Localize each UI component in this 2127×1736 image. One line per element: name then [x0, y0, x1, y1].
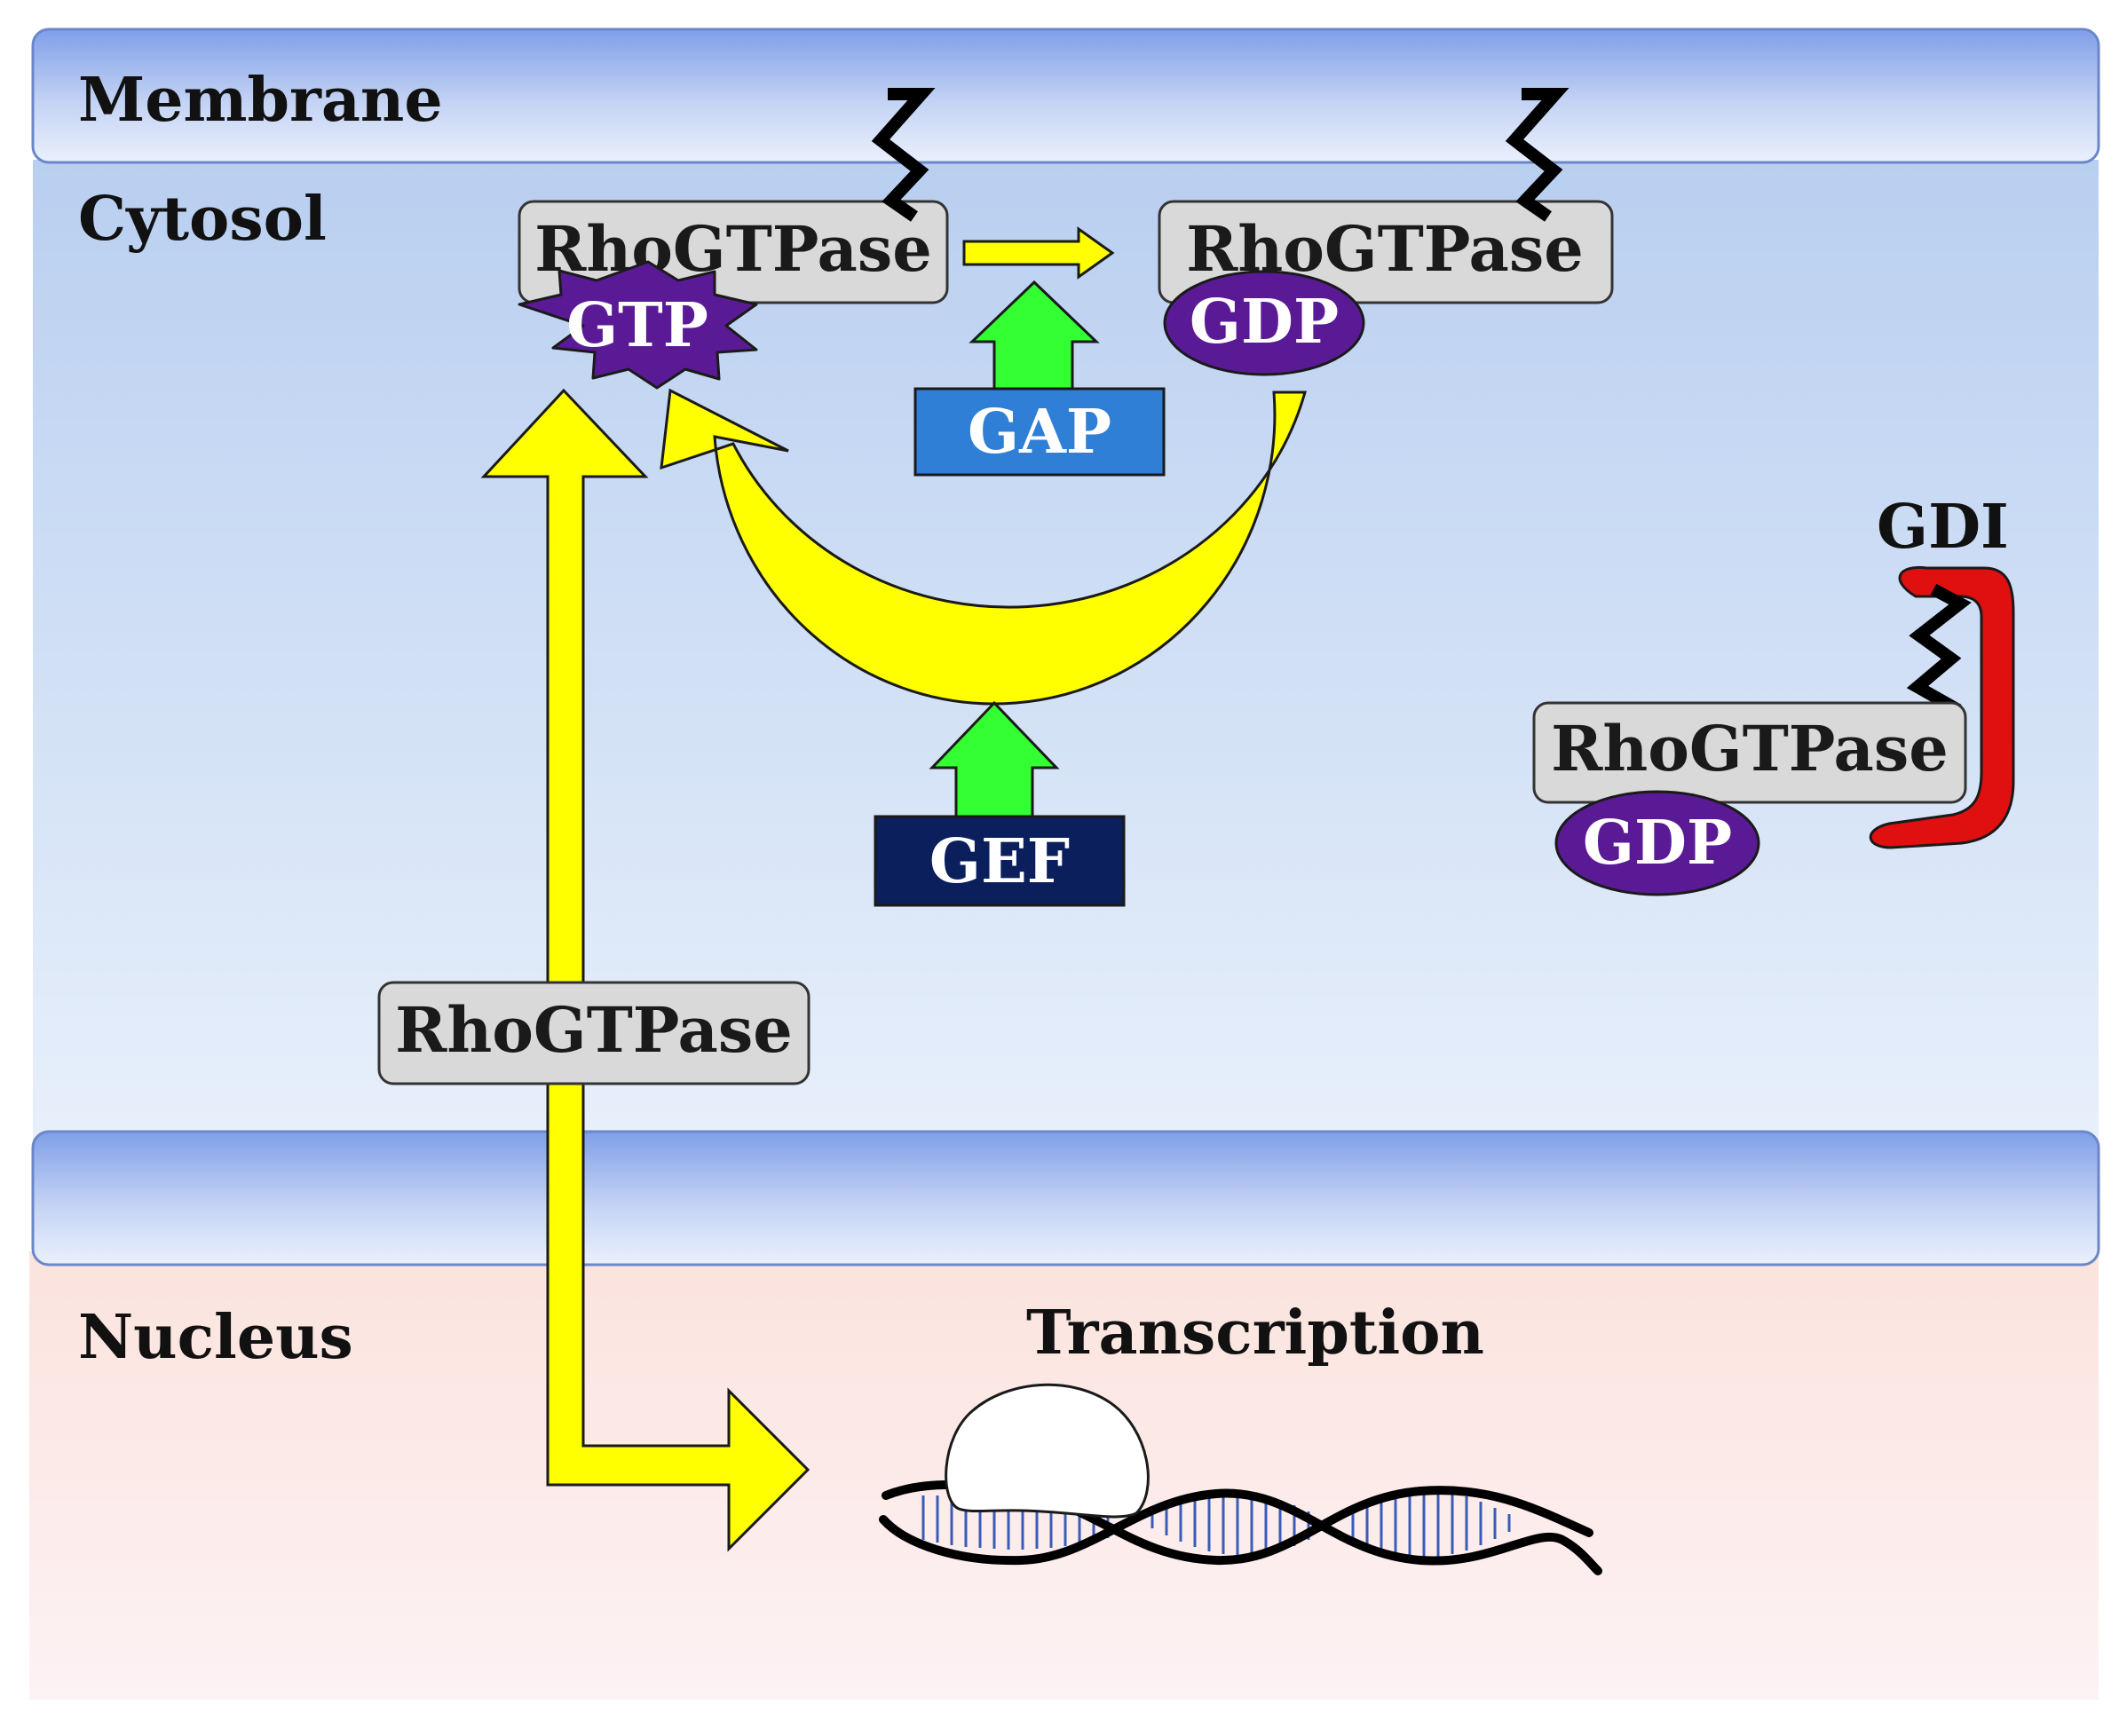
transcription-label: Transcription — [1026, 1298, 1484, 1369]
gap-box — [913, 387, 1166, 477]
translocation-arrow — [480, 388, 810, 1552]
gap-activation-arrow — [969, 280, 1100, 392]
gdp-gdi-oval — [1554, 790, 1760, 896]
rho-gtpase-gdi-box — [1532, 701, 1967, 804]
gdi-clamp — [1869, 565, 2015, 849]
rho-gtpase-translocating-label: RhoGTPase — [395, 993, 793, 1067]
gdp-gdi-label: GDP — [1583, 808, 1732, 879]
rho-gtpase-gdi-label: RhoGTPase — [1551, 712, 1949, 785]
lipid-anchor-icon — [871, 88, 936, 222]
gap-label: GAP — [968, 397, 1111, 468]
hydrolysis-arrow — [962, 226, 1115, 280]
cytosol-label: Cytosol — [78, 184, 327, 255]
plasma-membrane — [31, 28, 2100, 164]
membrane-label: Membrane — [78, 65, 443, 136]
gef-activation-arrow — [929, 700, 1060, 820]
gef-box — [874, 815, 1126, 907]
lipid-anchor-icon — [1906, 583, 1972, 716]
gtp-label: GTP — [566, 290, 708, 361]
nucleus-label: Nucleus — [78, 1302, 353, 1373]
gtp-burst-icon — [518, 260, 758, 390]
dna-base-pairs — [921, 1490, 1511, 1558]
dna-strand-a — [879, 1488, 1602, 1575]
rho-gtpase-active-label: RhoGTPase — [534, 212, 932, 286]
exchange-arc-arrow — [660, 388, 1307, 706]
polymerase-icon — [945, 1383, 1150, 1519]
lipid-anchor-icon — [1505, 88, 1570, 222]
nuclear-envelope — [31, 1130, 2100, 1266]
gdi-label: GDI — [1877, 492, 2009, 563]
gdp-main-oval — [1163, 270, 1365, 376]
gdp-main-label: GDP — [1190, 287, 1339, 358]
rho-gtpase-translocating-box — [377, 981, 810, 1085]
gef-label: GEF — [929, 826, 1070, 897]
